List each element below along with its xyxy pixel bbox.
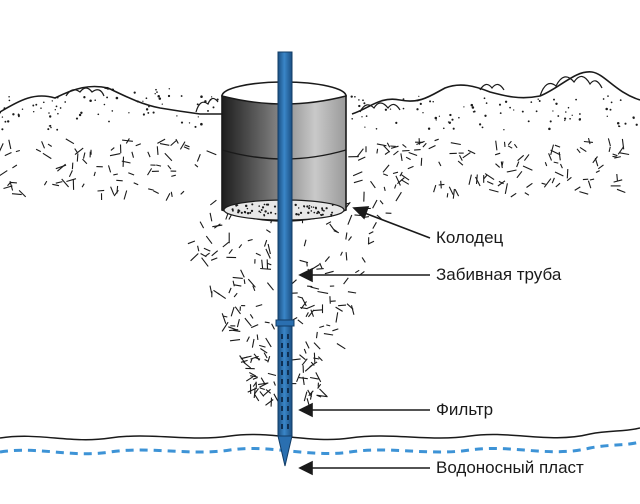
label-well: Колодец bbox=[436, 228, 504, 247]
driven-pipe bbox=[275, 51, 295, 437]
arrow-driven-pipe bbox=[298, 267, 430, 283]
arrow-well bbox=[352, 206, 431, 239]
arrow-filter bbox=[298, 402, 430, 418]
label-driven-pipe: Забивная труба bbox=[436, 265, 562, 284]
gravel-bottom bbox=[231, 203, 334, 217]
filter-perforations bbox=[281, 334, 289, 429]
label-aquifer: Водоносный пласт bbox=[436, 458, 584, 477]
aquifer-dashed-water bbox=[0, 440, 640, 456]
arrow-aquifer bbox=[298, 460, 430, 476]
label-filter: Фильтр bbox=[436, 400, 494, 419]
pipe-tip bbox=[277, 435, 293, 467]
shrubs bbox=[65, 75, 603, 113]
aquifer-wavy-line bbox=[0, 427, 640, 441]
surface-stipple bbox=[0, 86, 638, 131]
ground-surface-line-right bbox=[351, 71, 640, 115]
soil-hatching bbox=[0, 137, 630, 202]
